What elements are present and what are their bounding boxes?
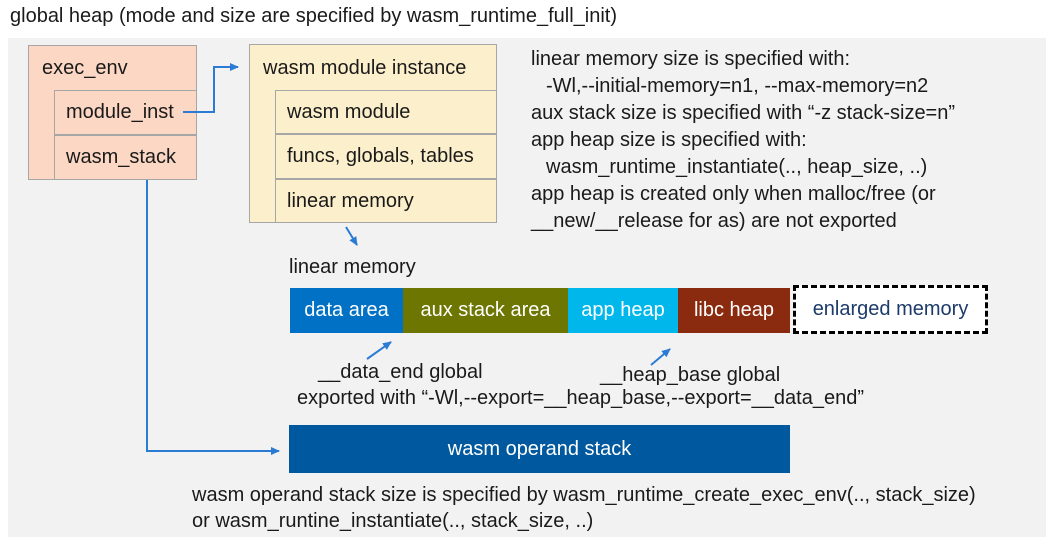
data-end-global-label: __data_end global [318,361,483,383]
note-line: -Wl,--initial-memory=n1, --max-memory=n2 [546,75,929,97]
wasm-operand-stack-bar: wasm operand stack [289,425,790,473]
exec-env-header: exec_env [42,57,128,79]
note-line: __new/__release for as) are not exported [531,210,897,232]
linear-memory-label: linear memory [289,256,416,278]
note-line: linear memory size is specified with: [531,48,850,70]
export-flags-label: exported with “-Wl,--export=__heap_base,… [297,387,864,409]
segment-libc-heap: libc heap [678,288,790,333]
segment-app-heap: app heap [568,288,678,333]
page-title: global heap (mode and size are specified… [10,5,617,27]
footer-notes: wasm operand stack size is specified by … [192,482,976,534]
note-line: app heap is created only when malloc/fre… [531,183,936,205]
module-instance-row-wasm-module: wasm module [275,90,497,134]
note-line: wasm_runtime_instantiate(.., heap_size, … [546,156,928,178]
segment-enlarged-memory: enlarged memory [793,285,988,334]
footer-line: wasm operand stack size is specified by … [192,484,976,506]
footer-line: or wasm_runtine_instantiate(.., stack_si… [192,510,594,532]
note-line: aux stack size is specified with “-z sta… [531,102,956,124]
heap-base-global-label: __heap_base global [600,364,781,386]
module-instance-row-funcs-globals-tables: funcs, globals, tables [275,134,497,179]
segment-data-area: data area [290,288,403,333]
note-line: app heap size is specified with: [531,129,807,151]
segment-aux-stack-area: aux stack area [403,288,568,333]
module-instance-header: wasm module instance [263,56,467,79]
module-instance-row-linear-memory: linear memory [275,179,497,223]
notes-block: linear memory size is specified with: -W… [531,46,955,235]
exec-env-row-module-inst: module_inst [54,90,197,135]
exec-env-row-wasm-stack: wasm_stack [54,135,197,180]
